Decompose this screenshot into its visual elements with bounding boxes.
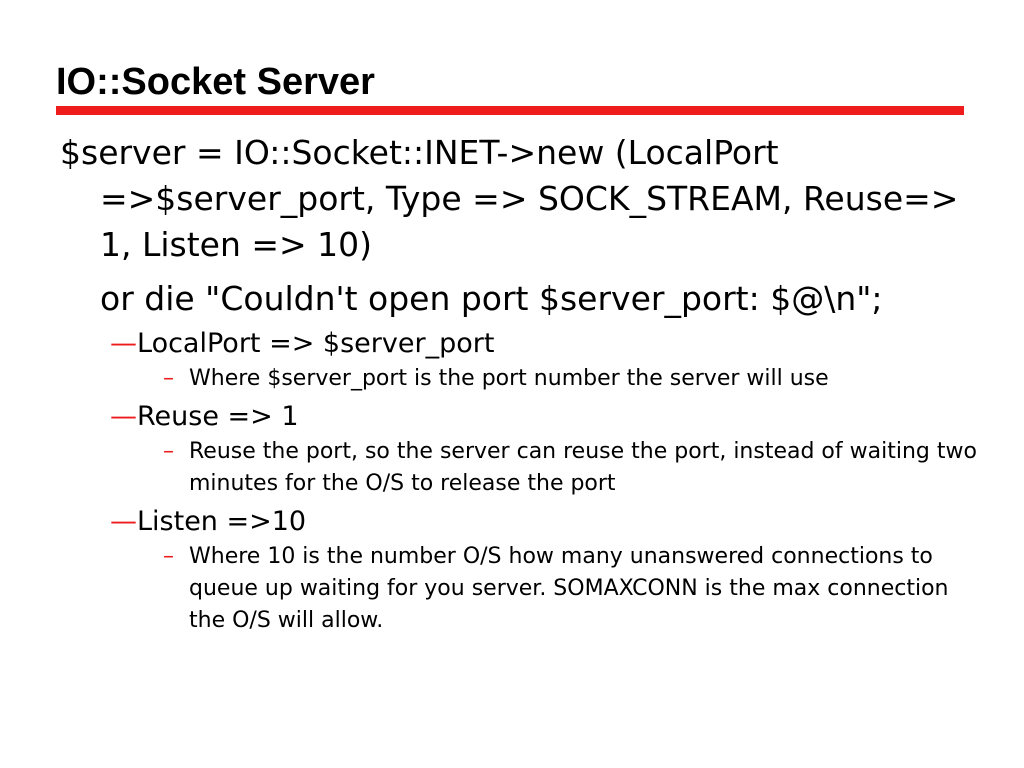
code-statement-continuation: or die "Couldn't open port $server_port:… <box>100 279 883 318</box>
option-detail-text: Where 10 is the number O/S how many unan… <box>189 544 949 633</box>
slide-title: IO::Socket Server <box>56 61 375 103</box>
option-detail-text: Reuse the port, so the server can reuse … <box>189 439 977 496</box>
em-dash-marker: — <box>110 506 137 537</box>
option-label: Reuse => 1 <box>137 401 299 432</box>
option-detail: – Reuse the port, so the server can reus… <box>163 436 980 500</box>
title-divider <box>56 106 964 115</box>
slide-body: $server = IO::Socket::INET->new (LocalPo… <box>60 130 980 637</box>
en-dash-marker: – <box>163 439 174 464</box>
en-dash-marker: – <box>163 544 174 569</box>
option-item: — Listen =>10 <box>110 504 980 540</box>
option-item: — LocalPort => $server_port <box>110 326 980 362</box>
option-label: LocalPort => $server_port <box>137 328 495 359</box>
option-item: — Reuse => 1 <box>110 399 980 435</box>
em-dash-marker: — <box>110 328 137 359</box>
option-detail-text: Where $server_port is the port number th… <box>189 366 829 391</box>
en-dash-marker: – <box>163 366 174 391</box>
option-label: Listen =>10 <box>137 506 307 537</box>
option-detail: – Where $server_port is the port number … <box>163 363 980 395</box>
em-dash-marker: — <box>110 401 137 432</box>
option-detail: – Where 10 is the number O/S how many un… <box>163 541 980 637</box>
code-statement: $server = IO::Socket::INET->new (LocalPo… <box>60 133 959 264</box>
